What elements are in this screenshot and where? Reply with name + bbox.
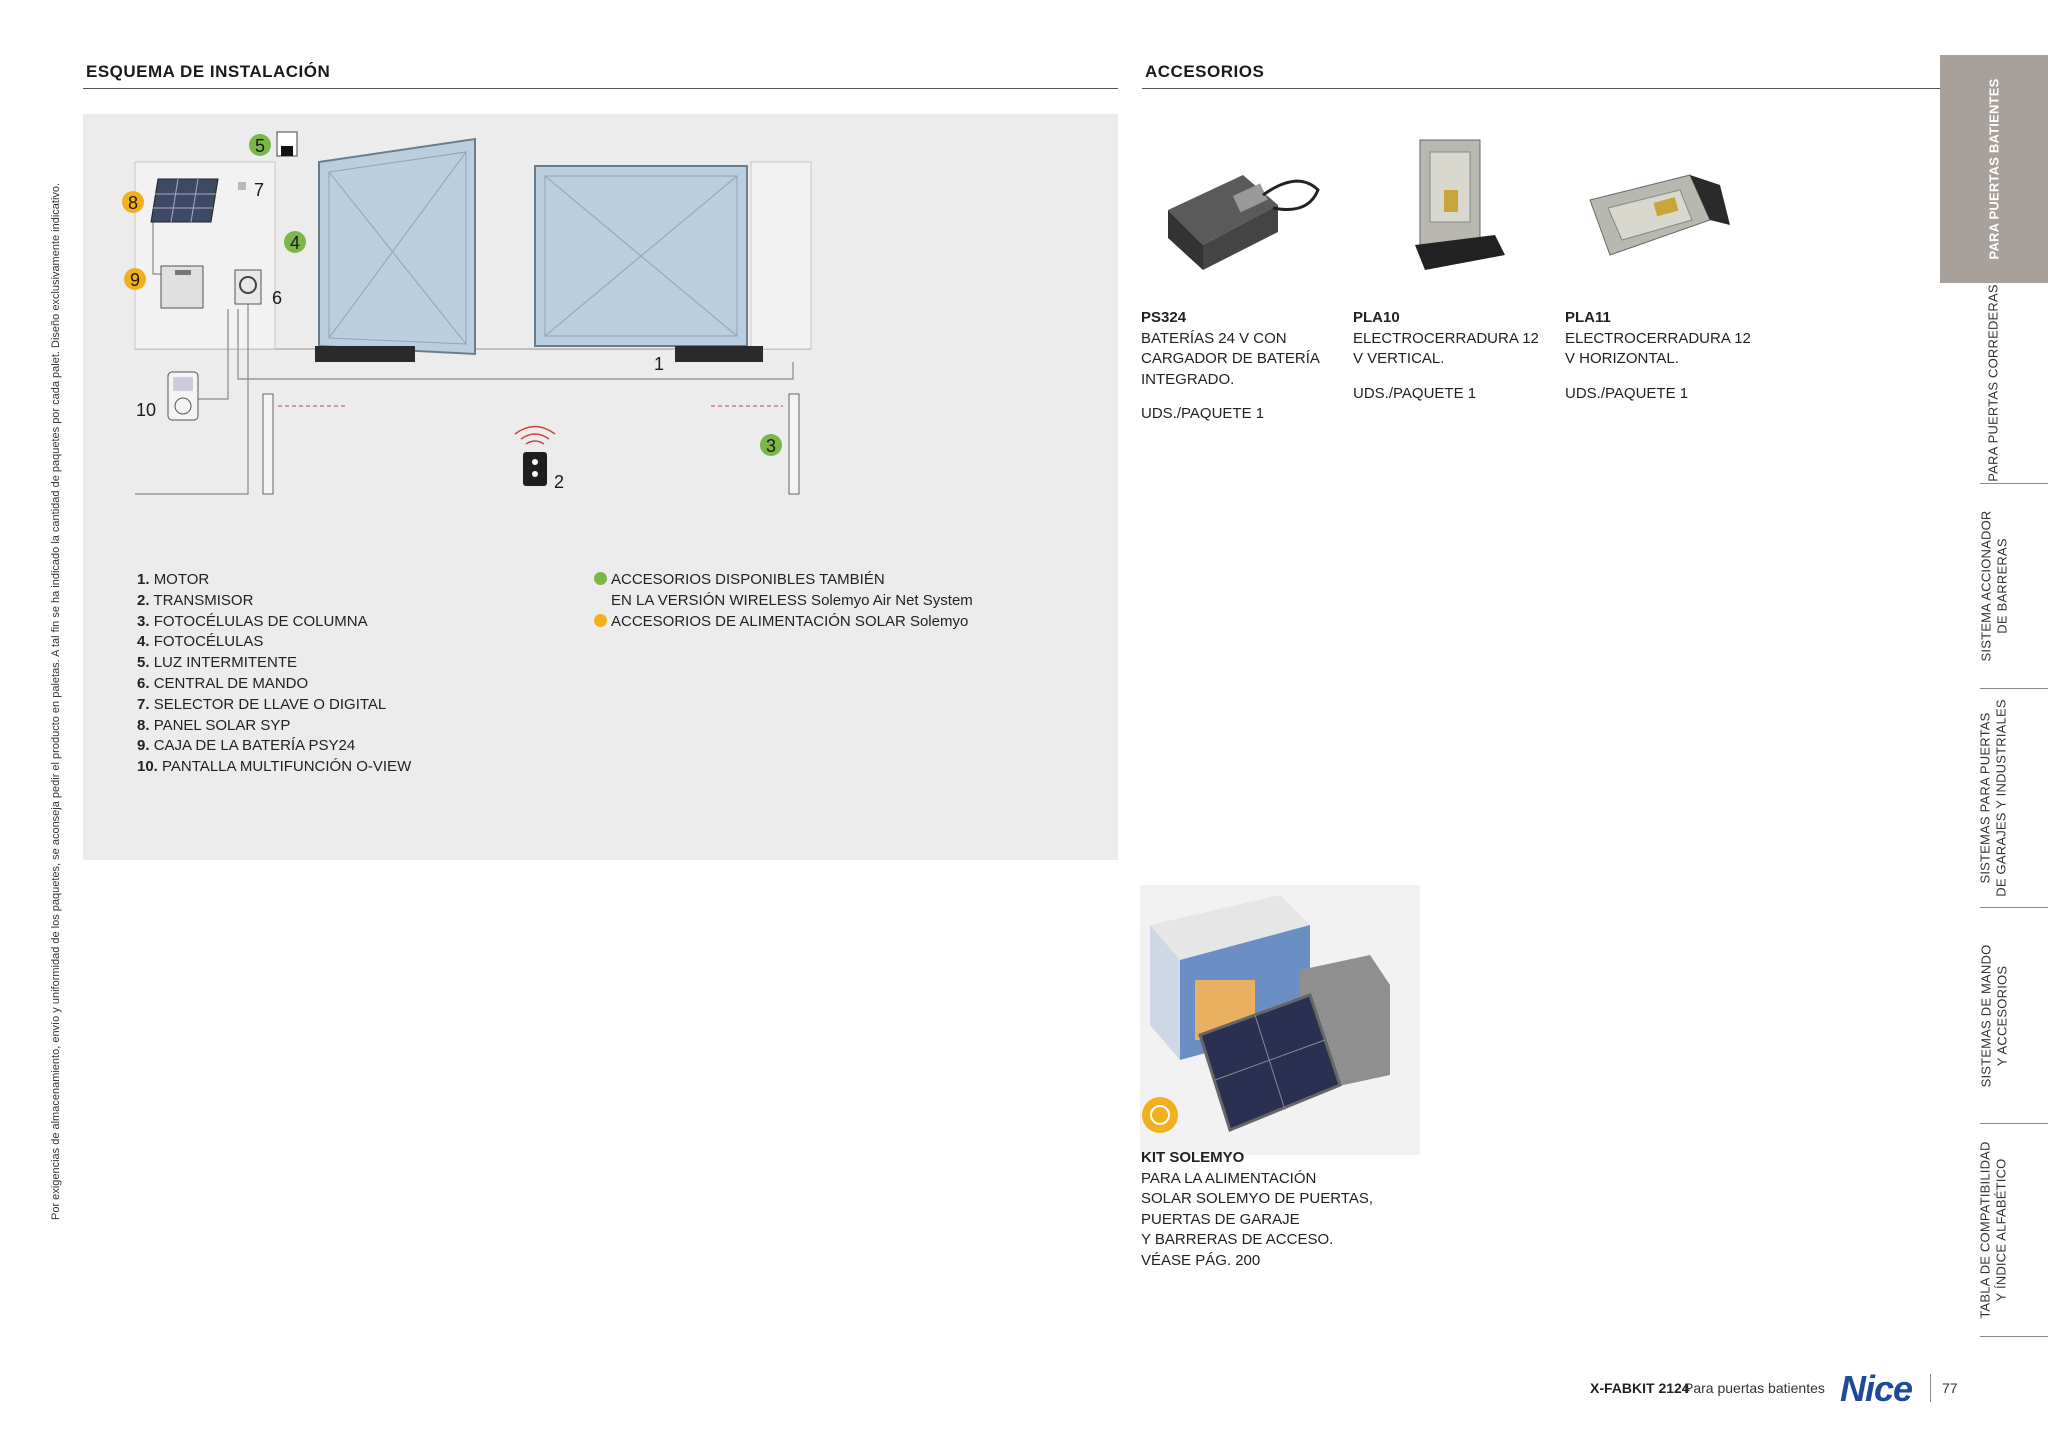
tab-divider xyxy=(1980,483,2048,484)
accessory-kit-solemyo: KIT SOLEMYO PARA LA ALIMENTACIÓN SOLAR S… xyxy=(1141,1148,1401,1272)
note-wireless-cont: EN LA VERSIÓN WIRELESS Solemyo Air Net S… xyxy=(611,591,973,609)
label-8: 8 xyxy=(128,193,138,213)
tab-divider xyxy=(1980,1123,2048,1124)
legend-item: 7. SELECTOR DE LLAVE O DIGITAL xyxy=(137,695,387,713)
ps324-code: PS324 xyxy=(1141,309,1187,326)
ps324-desc: BATERÍAS 24 V CON CARGADOR DE BATERÍA IN… xyxy=(1141,329,1320,388)
legend-item: 10. PANTALLA MULTIFUNCIÓN O-VIEW xyxy=(137,758,412,776)
footer-description: Para puertas batientes xyxy=(1684,1380,1825,1396)
kit-line: SOLAR SOLEMYO DE PUERTAS, xyxy=(1141,1190,1374,1208)
label-9: 9 xyxy=(130,270,140,290)
photocell-column-left xyxy=(262,393,274,495)
legend-item: 3. FOTOCÉLULAS DE COLUMNA xyxy=(137,612,368,630)
pla10-desc: ELECTROCERRADURA 12 V VERTICAL. xyxy=(1353,329,1539,368)
legend-item: 4. FOTOCÉLULAS xyxy=(137,633,264,651)
ps324-qty: UDS./PAQUETE 1 xyxy=(1141,405,1265,423)
label-7: 7 xyxy=(254,180,264,200)
pla10-code: PLA10 xyxy=(1353,309,1400,326)
motor-left xyxy=(315,346,415,362)
key-selector-icon xyxy=(238,182,246,190)
kit-line: VÉASE PÁG. 200 xyxy=(1141,1251,1261,1269)
kit-solemyo-image xyxy=(1140,885,1420,1155)
label-5: 5 xyxy=(255,136,265,156)
badge-5 xyxy=(249,134,271,156)
installation-rule xyxy=(83,88,1118,89)
badge-3 xyxy=(760,434,782,456)
note-wireless: ACCESORIOS DISPONIBLES TAMBIÉN xyxy=(594,570,973,591)
footer-product: X-FABKIT 2124 xyxy=(1590,1380,1690,1396)
pla11-desc: ELECTROCERRADURA 12 V HORIZONTAL. xyxy=(1565,329,1751,368)
legend-item: 1. MOTOR xyxy=(137,571,210,588)
note-solar: ACCESORIOS DE ALIMENTACIÓN SOLAR Solemyo xyxy=(594,612,973,633)
legend-item: 6. CENTRAL DE MANDO xyxy=(137,674,309,692)
solar-panel-icon xyxy=(150,178,219,223)
page-number: 77 xyxy=(1942,1380,1958,1396)
label-6: 6 xyxy=(272,288,282,308)
accessory-pla11: PLA11 ELECTROCERRADURA 12 V HORIZONTAL. … xyxy=(1565,308,1765,404)
installation-legend: 1. MOTOR 2. TRANSMISOR 3. FOTOCÉLULAS DE… xyxy=(137,570,411,778)
nice-logo: Nice xyxy=(1840,1368,1913,1409)
pla11-code: PLA11 xyxy=(1565,309,1611,326)
kit-line: PUERTAS DE GARAJE xyxy=(1141,1210,1300,1228)
label-10: 10 xyxy=(136,400,156,420)
kit-code: KIT SOLEMYO xyxy=(1141,1149,1245,1166)
accessories-rule xyxy=(1142,88,1964,89)
motor-right xyxy=(675,346,763,362)
label-2: 2 xyxy=(554,472,564,492)
tab-divider xyxy=(1980,688,2048,689)
transmitter-icon xyxy=(514,425,556,486)
ps324-image xyxy=(1168,175,1320,270)
legend-item: 5. LUZ INTERMITENTE xyxy=(137,654,298,672)
legend-item: 9. CAJA DE LA BATERÍA PSY24 xyxy=(137,737,356,755)
tab-divider xyxy=(1980,1336,2048,1337)
accessories-title: ACCESORIOS xyxy=(1145,62,1265,81)
footer-divider xyxy=(1930,1374,1931,1402)
installation-panel: 5 8 4 9 3 7 6 1 2 10 xyxy=(83,114,1118,860)
pla10-qty: UDS./PAQUETE 1 xyxy=(1353,384,1477,402)
control-unit-icon xyxy=(234,269,262,305)
tab-puertas-correderas[interactable]: PARA PUERTAS CORREDERAS xyxy=(1986,284,2002,482)
pla10-image xyxy=(1415,139,1505,270)
yellow-dot-icon xyxy=(594,613,607,627)
pla11-qty: UDS./PAQUETE 1 xyxy=(1565,384,1689,402)
side-disclaimer: Por exigencias de almacenamiento, envío … xyxy=(50,182,62,1220)
label-4: 4 xyxy=(290,233,300,253)
pla11-image xyxy=(1589,174,1730,256)
kit-line: PARA LA ALIMENTACIÓN xyxy=(1141,1169,1317,1187)
installation-diagram: 5 8 4 9 3 7 6 1 2 10 xyxy=(122,131,812,495)
installation-title: ESQUEMA DE INSTALACIÓN xyxy=(86,62,331,81)
label-3: 3 xyxy=(766,436,776,456)
tab-puertas-batientes[interactable]: PARA PUERTAS BATIENTES xyxy=(1940,55,2048,283)
badge-8 xyxy=(122,191,144,213)
page-footer: X-FABKIT 2124 Para puertas batientes Nic… xyxy=(1590,1368,1990,1409)
accessory-pla10: PLA10 ELECTROCERRADURA 12 V VERTICAL. UD… xyxy=(1353,308,1553,404)
photocell-column-right xyxy=(788,393,800,495)
badge-4 xyxy=(284,231,306,253)
green-dot-icon xyxy=(594,572,607,585)
badge-9 xyxy=(124,268,146,290)
accessory-ps324: PS324 BATERÍAS 24 V CON CARGADOR DE BATE… xyxy=(1141,308,1341,425)
legend-item: 8. PANEL SOLAR SYP xyxy=(137,716,291,734)
kit-line: Y BARRERAS DE ACCESO. xyxy=(1141,1231,1334,1249)
sun-icon xyxy=(1142,1097,1178,1133)
tab-divider xyxy=(1980,907,2048,908)
installation-notes: ACCESORIOS DISPONIBLES TAMBIÉN EN LA VER… xyxy=(594,570,973,632)
label-1: 1 xyxy=(654,354,664,374)
legend-item: 2. TRANSMISOR xyxy=(137,591,254,609)
